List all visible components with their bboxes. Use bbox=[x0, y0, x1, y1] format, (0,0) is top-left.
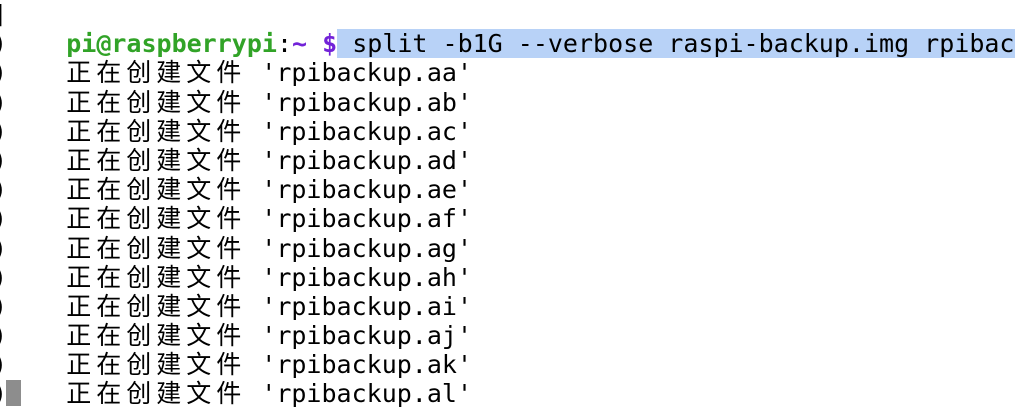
clipped-glyph-artifact: ) bbox=[0, 175, 7, 204]
clipped-glyph-artifact: ) bbox=[0, 321, 7, 350]
output-line: ) 正在创建文件 'rpibackup.aj' bbox=[0, 292, 1015, 350]
clipped-glyph-artifact: ) bbox=[0, 350, 7, 379]
output-line: ) 正在创建文件 'rpibackup.al' bbox=[0, 350, 1015, 408]
output-filename: 'rpibackup.aj' bbox=[261, 321, 472, 351]
split-verbose-message: 正在创建文件 bbox=[66, 204, 247, 234]
prompt-line: ] pi@raspberrypi:~ $split -b1G --verbose r… bbox=[0, 0, 1015, 59]
output-filename: 'rpibackup.ai' bbox=[261, 291, 472, 321]
output-line: ) 正在创建文件 'rpibackup.ae' bbox=[0, 146, 1015, 204]
clipped-glyph-artifact: ] bbox=[0, 0, 7, 29]
output-line: ) 正在创建文件 'rpibackup.ag' bbox=[0, 204, 1015, 262]
split-verbose-message: 正在创建文件 bbox=[66, 175, 247, 205]
split-verbose-message: 正在创建文件 bbox=[66, 87, 247, 117]
prompt-user-host: pi@raspberrypi bbox=[66, 29, 277, 59]
clipped-glyph-artifact: ) bbox=[0, 234, 7, 263]
clipped-glyph-artifact: ) bbox=[0, 379, 7, 408]
split-verbose-message: 正在创建文件 bbox=[66, 379, 247, 409]
output-filename: 'rpibackup.ag' bbox=[261, 233, 472, 263]
output-line: ) 正在创建文件 'rpibackup.ac' bbox=[0, 88, 1015, 146]
clipped-glyph-artifact: ) bbox=[0, 117, 7, 146]
clipped-glyph-artifact: ) bbox=[0, 292, 7, 321]
split-verbose-message: 正在创建文件 bbox=[66, 262, 247, 292]
clipped-glyph-artifact: ) bbox=[0, 88, 7, 117]
output-line: ) 正在创建文件 'rpibackup.ak' bbox=[0, 321, 1015, 379]
split-verbose-message: 正在创建文件 bbox=[66, 145, 247, 175]
clipped-glyph-artifact: ) bbox=[0, 146, 7, 175]
split-verbose-message: 正在创建文件 bbox=[66, 116, 247, 146]
output-filename: 'rpibackup.ak' bbox=[261, 350, 472, 380]
output-line: ) 正在创建文件 'rpibackup.ah' bbox=[0, 234, 1015, 292]
output-filename: 'rpibackup.ab' bbox=[261, 87, 472, 117]
clipped-glyph-artifact: ) bbox=[0, 263, 7, 292]
output-line: ) 正在创建文件 'rpibackup.ab' bbox=[0, 58, 1015, 116]
split-verbose-message: 正在创建文件 bbox=[66, 291, 247, 321]
cursor-line: ) bbox=[0, 379, 1015, 408]
output-line: ) 正在创建文件 'rpibackup.af' bbox=[0, 175, 1015, 233]
terminal-cursor bbox=[6, 380, 21, 407]
selected-command-text[interactable]: split -b1G --verbose raspi-backup.img rp… bbox=[337, 29, 1015, 59]
prompt-separator: : bbox=[276, 29, 292, 59]
split-verbose-message: 正在创建文件 bbox=[66, 350, 247, 380]
prompt-sigil: $ bbox=[322, 29, 338, 59]
prompt-cwd: ~ bbox=[292, 29, 308, 59]
output-filename: 'rpibackup.ac' bbox=[261, 116, 472, 146]
output-line: ) 正在创建文件 'rpibackup.ad' bbox=[0, 117, 1015, 175]
clipped-glyph-artifact: ) bbox=[0, 204, 7, 233]
split-verbose-message: 正在创建文件 bbox=[66, 233, 247, 263]
output-filename: 'rpibackup.aa' bbox=[261, 58, 472, 88]
output-filename: 'rpibackup.ad' bbox=[261, 145, 472, 175]
split-verbose-message: 正在创建文件 bbox=[66, 321, 247, 351]
output-line: ) 正在创建文件 'rpibackup.ai' bbox=[0, 263, 1015, 321]
clipped-glyph-artifact: ) bbox=[0, 58, 7, 87]
output-line: ) 正在创建文件 'rpibackup.aa' bbox=[0, 29, 1015, 87]
output-filename: 'rpibackup.ah' bbox=[261, 262, 472, 292]
output-filename: 'rpibackup.ae' bbox=[261, 175, 472, 205]
output-filename: 'rpibackup.al' bbox=[261, 379, 472, 409]
clipped-glyph-artifact: ) bbox=[0, 29, 7, 58]
output-filename: 'rpibackup.af' bbox=[261, 204, 472, 234]
split-verbose-message: 正在创建文件 bbox=[66, 58, 247, 88]
